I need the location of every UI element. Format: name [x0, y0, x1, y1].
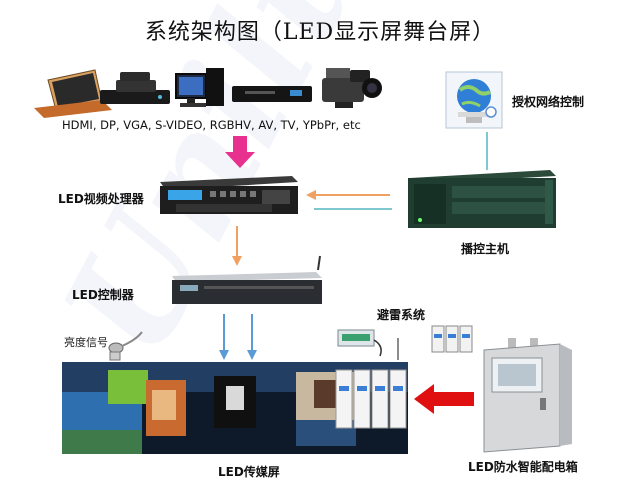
network-control-label: 授权网络控制 — [512, 95, 585, 109]
pink-down-arrow — [225, 136, 255, 168]
video-camera-icon — [322, 68, 382, 108]
brightness-signal-label: 亮度信号 — [64, 336, 108, 349]
video-processor-device — [160, 176, 298, 214]
playback-host-label: 播控主机 — [461, 242, 510, 256]
media-screen-label: LED传媒屏 — [218, 465, 280, 479]
sources-caption: HDMI, DP, VGA, S-VIDEO, RGBHV, AV, TV, Y… — [62, 118, 361, 132]
lightning-system-label: 避雷系统 — [377, 308, 426, 322]
led-controller-device — [172, 255, 322, 304]
processor-to-controller-arrow — [232, 226, 242, 266]
power-to-screen-arrow — [414, 384, 474, 414]
controller-to-screen-arrows — [219, 314, 257, 360]
page-title: 系统架构图（LED显示屏舞台屏） — [144, 20, 496, 45]
dvd-player-icon — [232, 86, 312, 102]
surge-protector-icon — [431, 325, 473, 353]
playback-host-device — [408, 170, 556, 228]
power-box-device — [483, 338, 572, 453]
set-top-box-icon — [100, 72, 170, 104]
host-to-processor-arrow — [306, 190, 390, 200]
lightning-device-icon — [337, 329, 382, 357]
brightness-sensor-icon — [108, 331, 143, 361]
video-processor-label: LED视频处理器 — [58, 192, 144, 206]
led-media-screen — [62, 362, 408, 454]
network-control-globe-icon — [445, 71, 503, 129]
led-controller-label: LED控制器 — [72, 288, 134, 302]
desktop-pc-icon — [175, 68, 224, 107]
power-box-label: LED防水智能配电箱 — [468, 460, 578, 474]
